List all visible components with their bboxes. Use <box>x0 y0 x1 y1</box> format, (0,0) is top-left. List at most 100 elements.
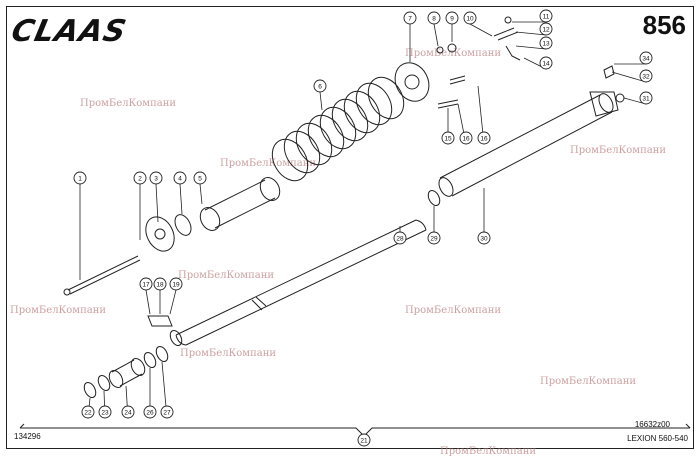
callout-balloon <box>173 171 187 185</box>
callout-balloon <box>639 69 653 83</box>
callout-18: 18 <box>153 277 167 314</box>
callout-leader <box>145 289 151 315</box>
callout-balloon <box>98 405 112 419</box>
callout-16: 16 <box>457 103 473 145</box>
callout-leader <box>155 183 159 223</box>
callout-balloon <box>463 11 477 25</box>
callout-balloon <box>427 11 441 25</box>
callout-12: 12 <box>515 22 553 36</box>
callout-balloon <box>639 91 653 105</box>
callout-label: 9 <box>450 16 454 23</box>
callout-balloon <box>441 131 455 145</box>
callout-balloon <box>639 51 653 65</box>
watermark-text: ПромБелКомпани <box>540 376 637 387</box>
callout-29: 29 <box>427 206 441 245</box>
ring-23 <box>97 375 111 391</box>
page-number: 856 <box>642 10 686 40</box>
callout-balloon <box>539 22 553 36</box>
watermark-text: ПромБелКомпани <box>220 158 317 169</box>
watermark-text: ПромБелКомпани <box>405 48 502 59</box>
callout-label: 29 <box>430 236 438 243</box>
spring-6 <box>271 76 405 182</box>
callout-label: 21 <box>360 438 368 445</box>
sleeve-5 <box>204 179 276 229</box>
callout-label: 31 <box>642 96 650 103</box>
callout-leader <box>611 71 647 83</box>
callout-label: 15 <box>444 136 452 143</box>
callout-30: 30 <box>477 188 491 245</box>
callout-balloon <box>477 231 491 245</box>
callout-balloon <box>169 277 183 291</box>
callout-balloon <box>445 11 459 25</box>
callout-balloon <box>139 277 153 291</box>
callout-balloon <box>403 11 417 25</box>
callout-label: 14 <box>542 61 550 68</box>
drawing-frame <box>6 6 694 449</box>
callout-7: 7 <box>403 11 417 62</box>
ring-26 <box>143 352 157 368</box>
callout-label: 18 <box>156 282 164 289</box>
callout-2: 2 <box>133 171 147 240</box>
machine-model: LEXION 560-540 <box>627 434 688 443</box>
rod-1 <box>67 255 141 295</box>
callout-15: 15 <box>441 108 455 145</box>
callout-leader <box>319 91 323 111</box>
coupling-24 <box>111 359 143 387</box>
callout-balloon <box>160 405 174 419</box>
callout-11: 11 <box>512 9 553 23</box>
callout-19: 19 <box>169 277 183 315</box>
callout-8: 8 <box>427 11 441 47</box>
callout-balloon <box>153 277 167 291</box>
callout-label: 4 <box>178 176 182 183</box>
callout-label: 13 <box>542 41 550 48</box>
callout-13: 13 <box>515 36 553 50</box>
drawing-code: 16632z00 <box>634 420 670 429</box>
callout-label: 19 <box>172 282 180 289</box>
watermark-text: ПромБелКомпани <box>80 98 177 109</box>
callout-label: 23 <box>101 410 109 417</box>
callout-balloon <box>193 171 207 185</box>
callout-balloon <box>393 231 407 245</box>
callout-22: 22 <box>81 397 95 419</box>
callout-1: 1 <box>73 171 87 280</box>
callout-balloon <box>81 405 95 419</box>
callout-34: 34 <box>614 51 653 65</box>
callout-31: 31 <box>623 91 653 105</box>
callout-label: 8 <box>432 16 436 23</box>
callout-balloon <box>357 433 371 447</box>
callout-label: 1 <box>78 176 82 183</box>
shaft-28 <box>175 219 427 346</box>
callout-balloon <box>143 405 157 419</box>
callout-label: 17 <box>142 282 150 289</box>
ring-27 <box>155 346 169 362</box>
watermark-text: ПромБелКомпани <box>178 270 275 281</box>
bracket-17 <box>147 315 173 327</box>
callout-leader <box>199 183 203 205</box>
callout-balloon <box>459 131 473 145</box>
callout-label: 32 <box>642 74 650 81</box>
document-id: 134296 <box>14 432 41 441</box>
ring-4 <box>174 214 192 236</box>
ring-22 <box>83 382 97 398</box>
callout-balloon <box>133 171 147 185</box>
callout-label: 16 <box>480 136 488 143</box>
callout-label: 24 <box>124 410 132 417</box>
watermark-text: ПромБелКомпани <box>440 446 537 457</box>
callout-5: 5 <box>193 171 207 205</box>
callout-9: 9 <box>445 11 459 42</box>
callout-4: 4 <box>173 171 187 215</box>
callout-leader <box>179 183 183 215</box>
callout-32: 32 <box>611 69 653 83</box>
callout-10: 10 <box>463 11 493 37</box>
callout-17: 17 <box>139 277 153 315</box>
callout-6: 6 <box>313 79 327 111</box>
housing-7 <box>394 62 430 102</box>
watermark-text: ПромБелКомпани <box>180 348 277 359</box>
callout-label: 26 <box>146 410 154 417</box>
callout-label: 16 <box>462 136 470 143</box>
disc-3 <box>145 216 175 252</box>
callout-3: 3 <box>149 171 163 223</box>
watermark-text: ПромБелКомпани <box>405 305 502 316</box>
callout-label: 2 <box>138 176 142 183</box>
